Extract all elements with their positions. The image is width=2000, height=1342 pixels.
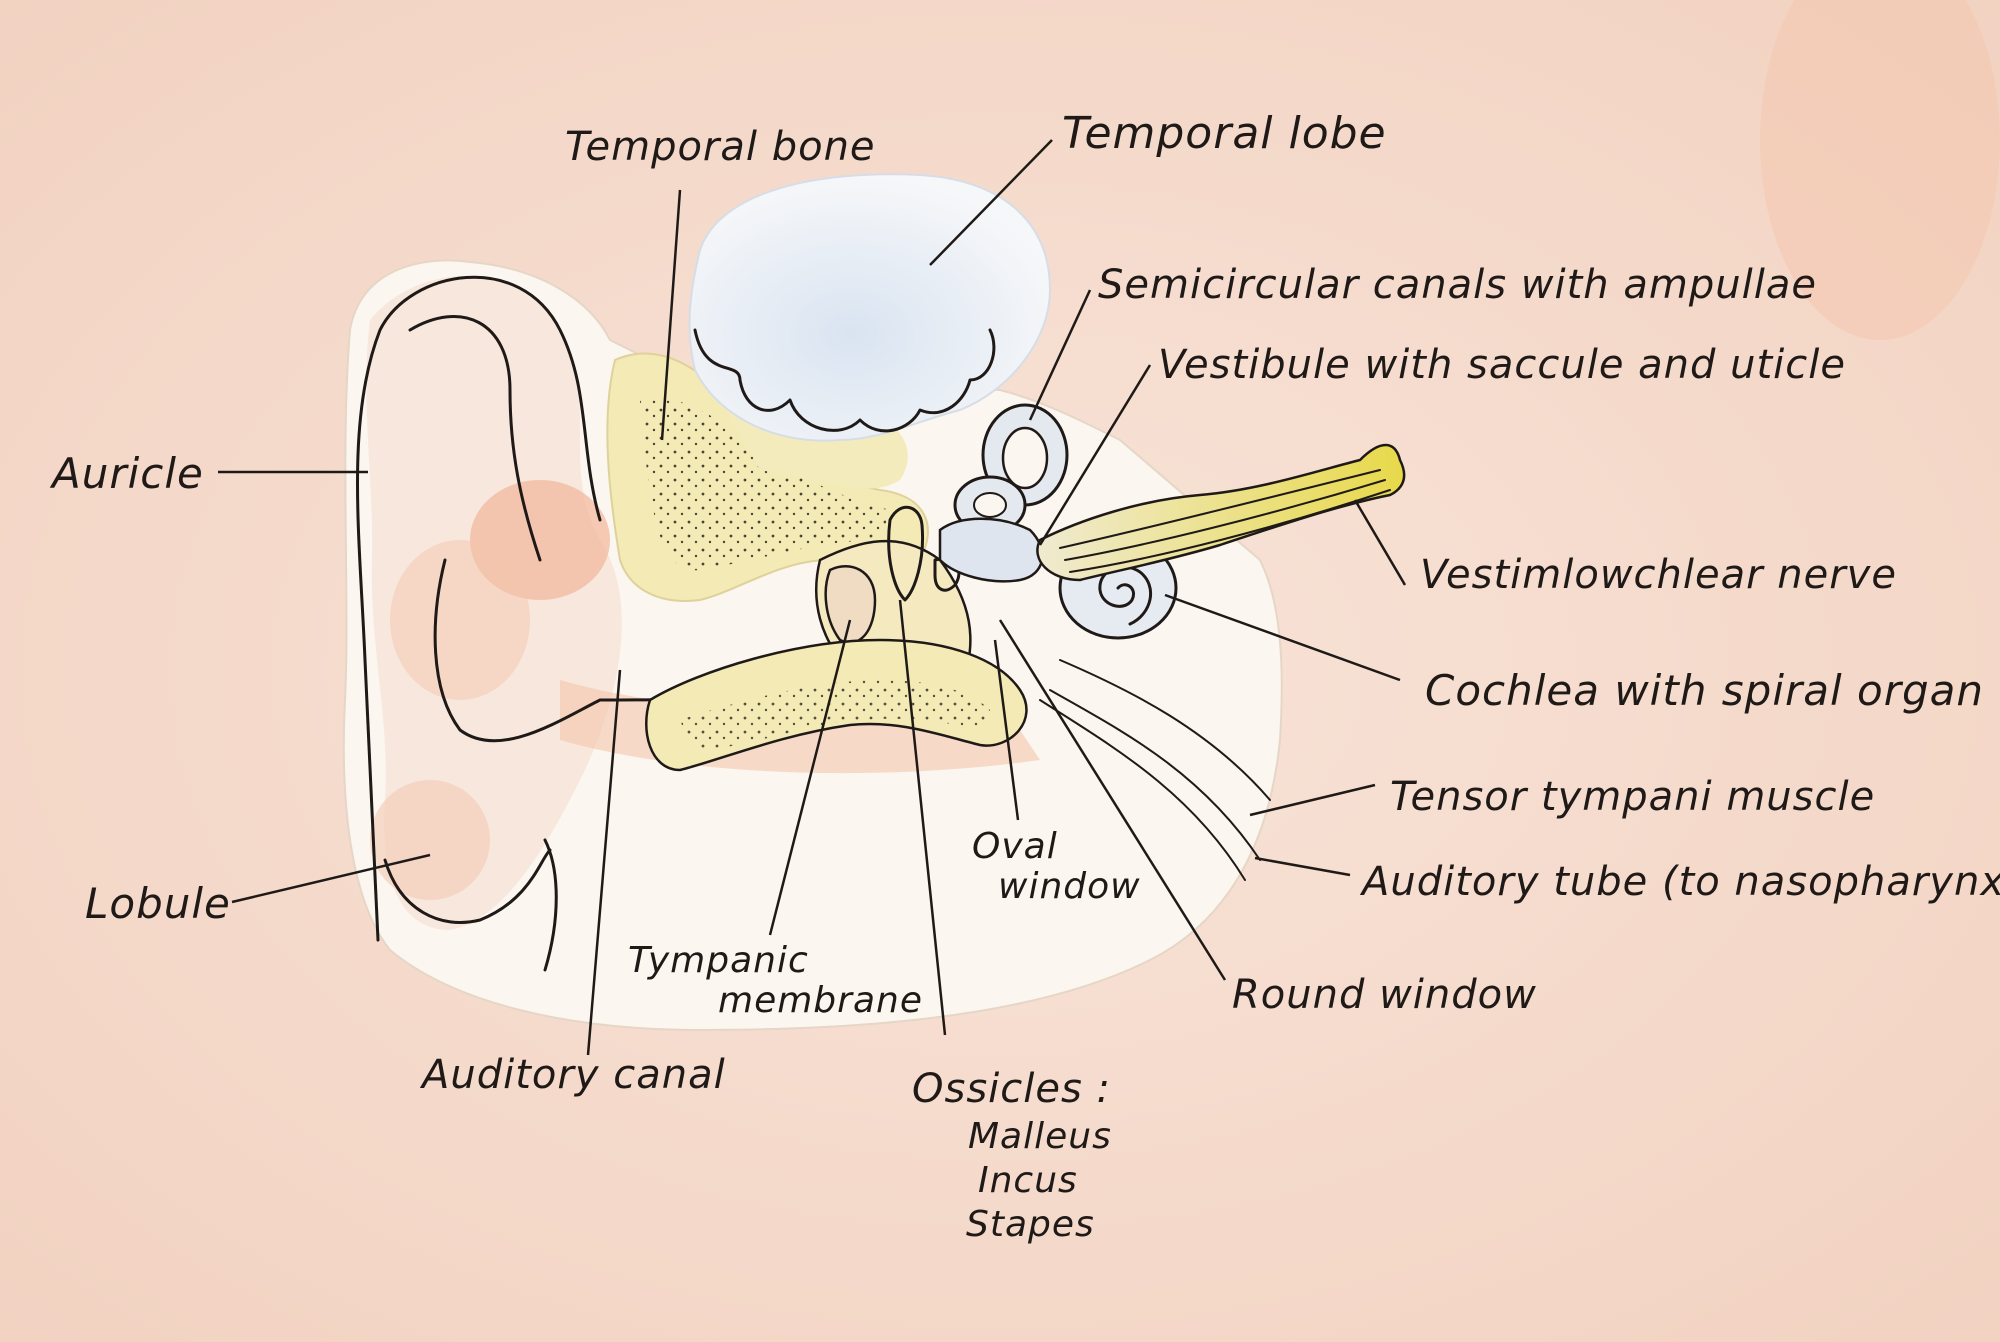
label-incus: Incus bbox=[978, 1160, 1078, 1201]
label-malleus: Malleus bbox=[968, 1116, 1112, 1157]
label-temporal-bone: Temporal bone bbox=[565, 124, 876, 170]
auditory-tube-shape bbox=[1039, 689, 1261, 881]
lobule-outline bbox=[383, 848, 552, 924]
tragus-outline bbox=[543, 838, 558, 972]
label-temporal-lobe: Temporal lobe bbox=[1062, 108, 1387, 159]
leader-lines bbox=[218, 139, 1407, 1056]
label-tensor-tympani: Tensor tympani muscle bbox=[1390, 774, 1875, 820]
tympanic-membrane-shape bbox=[824, 565, 877, 644]
label-vestibule: Vestibule with saccule and uticle bbox=[1158, 342, 1846, 388]
label-lobule: Lobule bbox=[85, 879, 231, 928]
label-auditory-canal: Auditory canal bbox=[419, 1052, 726, 1098]
lower-bone-stipple bbox=[680, 680, 990, 750]
label-cochlea: Cochlea with spiral organ bbox=[1425, 666, 1984, 715]
label-ossicles: Ossicles : bbox=[912, 1066, 1111, 1112]
label-vestibulocochlear-nerve: Vestimlowchlear nerve bbox=[1420, 552, 1897, 598]
antihelix-outline bbox=[408, 315, 542, 562]
bone-stipple bbox=[640, 398, 890, 571]
helix-outline bbox=[356, 275, 602, 942]
brain-gyri bbox=[693, 328, 996, 433]
label-tympanic-membrane-line1: Tympanic bbox=[628, 940, 809, 981]
label-semicircular-canals: Semicircular canals with ampullae bbox=[1098, 262, 1817, 308]
vestibulocochlear-nerve-shape bbox=[1036, 443, 1406, 582]
label-stapes: Stapes bbox=[966, 1204, 1095, 1245]
tensor-tympani-shape bbox=[1059, 659, 1271, 801]
label-tympanic-membrane-line2: membrane bbox=[718, 980, 923, 1021]
vestibule-shape bbox=[938, 517, 1044, 583]
label-auricle: Auricle bbox=[49, 449, 204, 498]
skin-shading bbox=[390, 540, 530, 700]
label-auditory-tube: Auditory tube (to nasopharynx) bbox=[1359, 859, 2000, 905]
nerve-fibers bbox=[1059, 469, 1391, 573]
label-oval-window-line2: window bbox=[998, 866, 1141, 907]
watercolor-stain bbox=[1760, 0, 2000, 340]
label-oval-window-line1: Oval bbox=[972, 826, 1058, 867]
label-round-window: Round window bbox=[1232, 972, 1537, 1018]
malleus-shape bbox=[887, 506, 925, 602]
temporal-lobe bbox=[688, 173, 1052, 442]
lobule-shading bbox=[370, 780, 490, 900]
